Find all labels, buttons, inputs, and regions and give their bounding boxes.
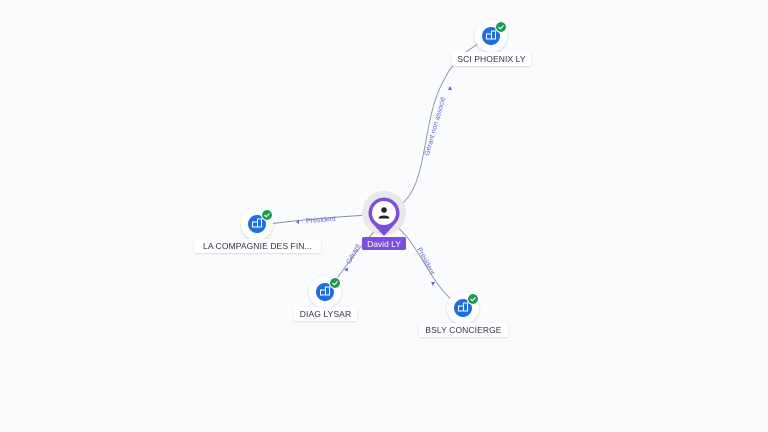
edge-label-bsly-concierge: Président <box>415 247 435 276</box>
company-label-bg <box>294 307 357 321</box>
company-name: LA COMPAGNIE DES FIN... <box>203 241 312 251</box>
edge-label-la-compagnie: Président <box>306 216 336 226</box>
building-icon <box>486 30 496 40</box>
edge-label-diag-lysar: Gérant <box>346 243 362 265</box>
edge-la-compagnie <box>267 214 369 225</box>
center-name: David LY <box>367 239 401 249</box>
company-node-sci-phoenix-ly[interactable]: SCI PHOENIX LY <box>452 20 531 66</box>
check-icon <box>264 213 270 218</box>
check-icon <box>332 281 338 286</box>
edge-arrow-la-compagnie <box>296 220 299 224</box>
company-node-diag-lysar[interactable]: DIAG LYSAR <box>294 276 357 321</box>
status-check <box>261 209 273 221</box>
edge-arrow-diag-lysar <box>344 267 349 272</box>
company-name: SCI PHOENIX LY <box>457 54 526 64</box>
status-check <box>467 293 479 305</box>
building-icon <box>320 286 330 296</box>
edge-sci-phoenix-ly <box>398 37 489 207</box>
edge-arrow-sci-phoenix-ly <box>448 86 452 90</box>
company-name: BSLY CONCIERGE <box>425 325 501 335</box>
company-label-bg <box>419 323 508 337</box>
company-node-la-compagnie[interactable]: LA COMPAGNIE DES FIN... <box>194 208 321 253</box>
edges: Gérant non associé Président Gérant Prés… <box>267 37 489 306</box>
building-icon <box>458 302 468 312</box>
edge-arrow-bsly-concierge <box>431 282 435 286</box>
check-icon <box>498 25 504 30</box>
check-icon <box>470 297 476 302</box>
company-label-bg <box>194 239 321 253</box>
center-node[interactable]: David LY <box>362 191 406 250</box>
edge-bsly-concierge <box>395 225 459 306</box>
center-label-bg <box>362 237 406 250</box>
company-label-bg <box>452 52 531 66</box>
status-check <box>329 277 341 289</box>
company-node-bsly-concierge[interactable]: BSLY CONCIERGE <box>419 292 508 337</box>
company-name: DIAG LYSAR <box>300 309 351 319</box>
status-check <box>495 21 507 33</box>
edge-label-sci-phoenix-ly: Gérant non associé <box>424 96 447 156</box>
person-icon <box>378 207 390 219</box>
center-pin-inner <box>372 201 396 225</box>
building-icon <box>252 218 262 228</box>
